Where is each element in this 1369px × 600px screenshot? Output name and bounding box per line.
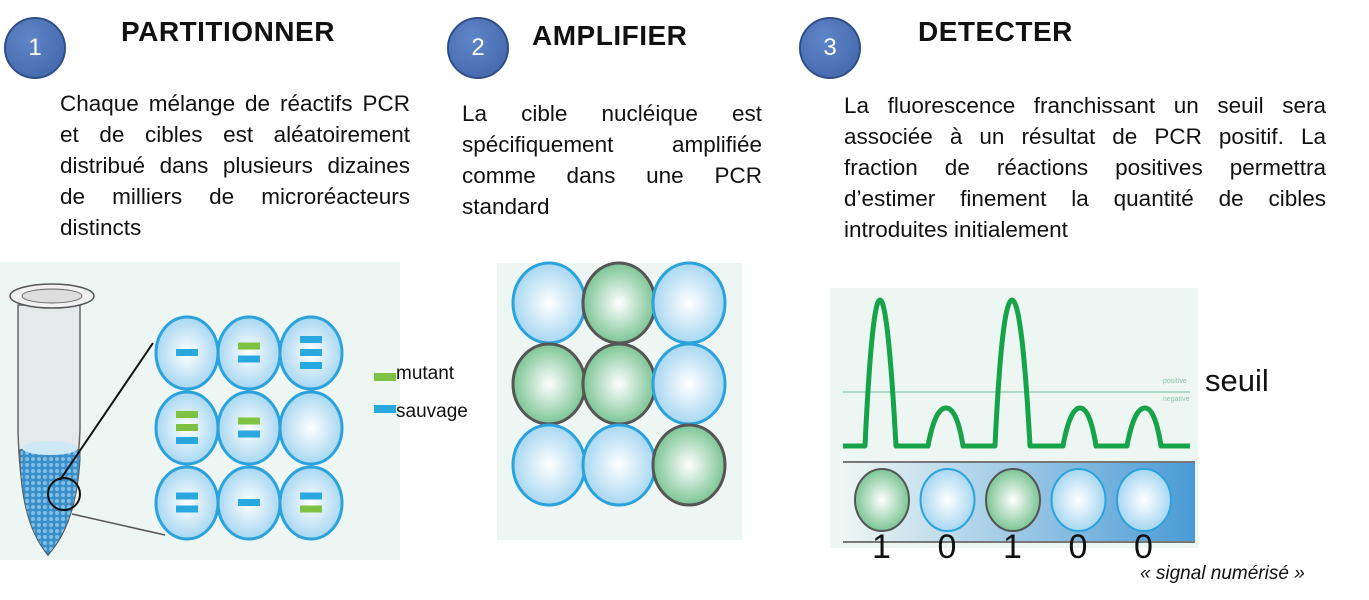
legend-mutant-swatch: [374, 373, 396, 381]
droplet: [278, 390, 344, 466]
blue-droplet: [511, 261, 587, 345]
legend-mutant-label: mutant: [396, 363, 455, 384]
mutant-strand: [238, 417, 260, 425]
mutant-strand: [176, 411, 198, 418]
wildtype-strand: [238, 430, 260, 438]
blue-droplet: [651, 261, 727, 345]
wildtype-strand: [176, 505, 198, 513]
digitized-signal-label: « signal numérisé »: [1140, 563, 1305, 584]
green-droplet: [651, 423, 727, 507]
mutant-strand: [176, 424, 198, 431]
wildtype-strand: [176, 437, 198, 444]
wildtype-strand: [238, 499, 260, 506]
positive-droplet: [985, 468, 1041, 532]
legend: [374, 373, 396, 413]
threshold-label: seuil: [1205, 363, 1269, 398]
digit-label: 0: [1134, 528, 1153, 566]
green-droplet: [511, 342, 587, 426]
green-droplet: [581, 261, 657, 345]
step-3-title: DETECTER: [918, 16, 1073, 47]
digit-label: 1: [1003, 528, 1022, 566]
negative-label: negative: [1163, 396, 1190, 403]
legend-sauvage-label: sauvage: [396, 401, 468, 422]
wildtype-strand: [300, 362, 322, 369]
wildtype-strand: [300, 336, 322, 343]
droplet: [154, 390, 220, 466]
negative-droplet: [1116, 468, 1172, 532]
mutant-strand: [300, 505, 322, 513]
step-1-badge: 1: [4, 17, 66, 79]
blue-droplet: [511, 423, 587, 507]
step-2-title: AMPLIFIER: [532, 20, 688, 51]
pcr-tube-icon: [9, 283, 166, 557]
blue-droplet: [581, 423, 657, 507]
wildtype-strand: [300, 349, 322, 356]
step-2-badge: 2: [447, 17, 509, 79]
negative-droplet: [1050, 468, 1107, 532]
droplet: [154, 465, 220, 541]
droplet: [278, 315, 344, 391]
step-3-description: La fluorescence franchissant un seuil se…: [844, 93, 1326, 242]
blue-droplet: [651, 342, 727, 426]
wildtype-strand: [300, 492, 322, 500]
wildtype-strand: [176, 492, 198, 500]
green-droplet: [581, 342, 657, 426]
mutant-strand: [238, 342, 260, 350]
wildtype-strand: [176, 349, 198, 356]
negative-droplet: [919, 468, 976, 532]
step-1-title: PARTITIONNER: [121, 16, 335, 47]
droplet: [278, 465, 344, 541]
fluorescence-signal-line: [843, 297, 1190, 449]
droplet: [216, 465, 282, 541]
positive-droplet: [854, 468, 910, 532]
step-2-description: La cible nucléique est spécifiquement am…: [462, 101, 762, 219]
step-3-badge: 3: [799, 17, 861, 79]
positive-label: positive: [1163, 378, 1187, 385]
legend-sauvage-swatch: [374, 405, 396, 413]
digit-label: 0: [1068, 528, 1088, 566]
droplet: [216, 315, 282, 391]
digit-label: 1: [872, 528, 891, 566]
wildtype-strand: [238, 355, 260, 363]
droplet: [216, 390, 282, 466]
step-1-description: Chaque mélange de réactifs PCR et de cib…: [60, 91, 410, 240]
digit-label: 0: [937, 528, 957, 566]
droplet: [154, 315, 220, 391]
